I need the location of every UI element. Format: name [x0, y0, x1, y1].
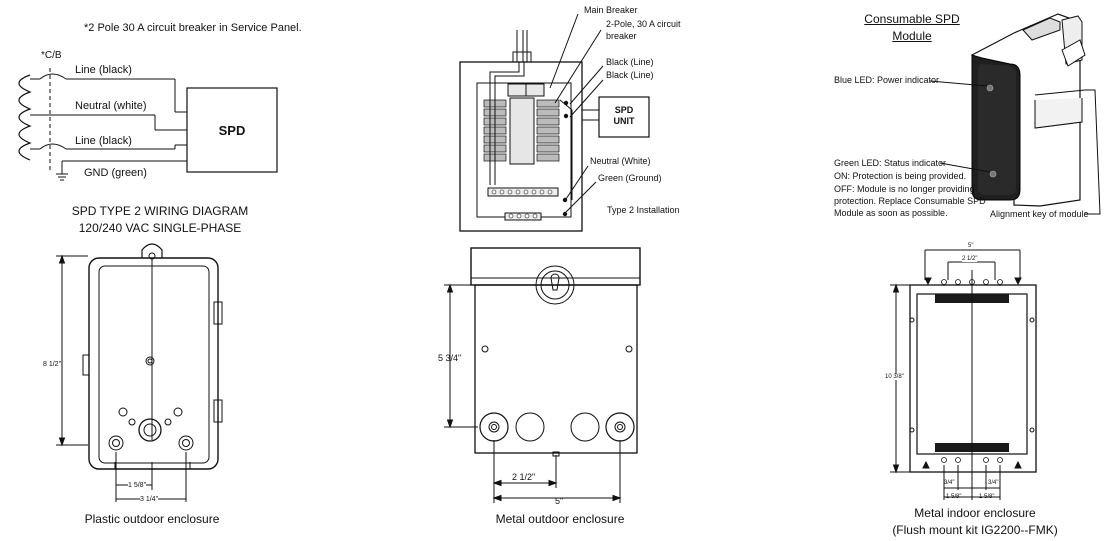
metal-indoor-dim-212: 2 1/2" — [962, 256, 978, 262]
blue-led-label: Blue LED: Power indicator — [834, 75, 940, 85]
plastic-enclosure — [56, 243, 223, 502]
wiring-title-1: SPD TYPE 2 WIRING DIAGRAM — [71, 204, 249, 218]
type2-label: Type 2 Installation — [607, 205, 680, 215]
breaker-arc-1 — [39, 73, 67, 80]
metal-outdoor-height-dim: 5 3/4" — [438, 353, 462, 363]
metal-indoor-dim-158a: 1 5/8" — [946, 494, 962, 500]
off-text-2: protection. Replace Consumable SPD — [834, 196, 986, 206]
metal-indoor-dim-34b: 3/4" — [988, 480, 999, 486]
metal-indoor-dim-5: 5" — [968, 243, 974, 249]
wiring-diagram — [18, 68, 278, 181]
metal-outdoor-dim-212: 2 1/2" — [512, 472, 536, 482]
neutral-label: Neutral (white) — [75, 100, 147, 112]
breaker-2pole-label-1: 2-Pole, 30 A circuit — [606, 19, 681, 29]
metal-indoor-dim-158b: 1 5/8" — [979, 494, 995, 500]
plastic-dim-158: 1 5/8" — [128, 482, 147, 489]
plastic-dim-314: 3 1/4" — [140, 496, 159, 503]
transformer-coil — [18, 74, 32, 161]
neutral-bar — [487, 187, 559, 197]
metal-indoor-enclosure — [890, 249, 1037, 500]
wiring-title-2: 120/240 VAC SINGLE-PHASE — [78, 221, 242, 235]
metal-outdoor-caption: Metal outdoor enclosure — [495, 512, 625, 526]
line1-label: Line (black) — [75, 64, 132, 76]
green-led-label: Green LED: Status indicator — [834, 158, 947, 168]
module-title-2: Module — [892, 29, 932, 43]
black-line-label-2: Black (Line) — [606, 70, 654, 80]
metal-indoor-flange — [909, 284, 1037, 473]
wiring-note: *2 Pole 30 A circuit breaker in Service … — [84, 22, 302, 34]
module-title-1: Consumable SPD — [864, 12, 960, 26]
alignment-key-label: Alignment key of module — [990, 209, 1089, 219]
metal-indoor-caption-1: Metal indoor enclosure — [914, 506, 1036, 520]
metal-indoor-caption-2: (Flush mount kit IG2200--FMK) — [892, 523, 1058, 537]
breaker-arc-2 — [39, 143, 67, 150]
spd-unit-label-1: SPD — [614, 105, 634, 115]
plastic-height-dim: 8 1/2" — [43, 361, 62, 368]
panel-outer — [459, 61, 583, 232]
spd-box-label: SPD — [218, 123, 246, 138]
metal-outdoor-enclosure — [444, 247, 641, 503]
service-panel — [459, 13, 650, 232]
off-text-3: Module as soon as possible. — [834, 208, 948, 218]
spd-unit-label-2: UNIT — [613, 116, 635, 126]
line2-label: Line (black) — [75, 135, 132, 147]
metal-indoor-height-dim: 10 3/8" — [885, 374, 904, 380]
neutral-white-label: Neutral (White) — [590, 156, 651, 166]
on-text: ON: Protection is being provided. — [834, 171, 967, 181]
breaker-2pole-label-2: breaker — [606, 31, 637, 41]
metal-indoor-dim-34a: 3/4" — [944, 480, 955, 486]
spd-unit-box — [598, 96, 650, 138]
black-line-label-1: Black (Line) — [606, 57, 654, 67]
ground-bar — [504, 212, 542, 221]
plastic-caption: Plastic outdoor enclosure — [84, 512, 220, 526]
green-ground-label: Green (Ground) — [598, 173, 662, 183]
main-breaker-label: Main Breaker — [584, 5, 638, 15]
cb-label: *C/B — [41, 50, 62, 61]
gnd-label: GND (green) — [84, 167, 147, 179]
metal-outdoor-dim-5: 5" — [555, 496, 564, 506]
consumable-module — [929, 13, 1101, 215]
spd-box — [186, 87, 278, 173]
off-text-1: OFF: Module is no longer providing — [834, 184, 975, 194]
